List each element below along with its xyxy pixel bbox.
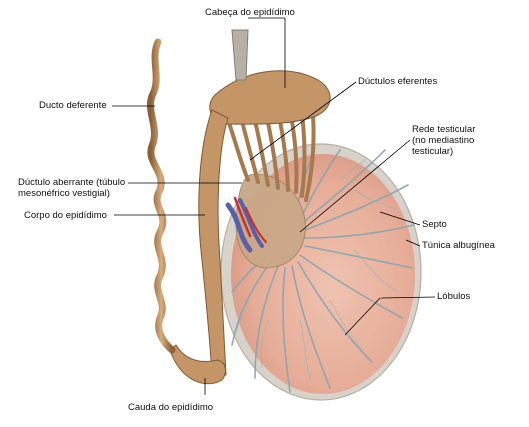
label-lobulos: Lóbulos — [437, 291, 471, 302]
label-corpo-do-epididimo: Corpo do epidídimo — [24, 210, 107, 221]
testis-septa-fine — [235, 159, 399, 381]
label-septo: Septo — [422, 219, 447, 230]
ductus-deferens — [147, 38, 176, 354]
label-aberrante-line-2: mesonéfrico vestigial) — [18, 188, 110, 199]
epididymis-head — [209, 70, 331, 125]
label-rede-testicular: Rede testicular (no mediastino testicula… — [412, 124, 475, 157]
label-rede-line-3: testicular) — [412, 146, 454, 157]
label-ducto-deferente: Ducto deferente — [39, 100, 107, 111]
label-ductulo-aberrante: Dúctulo aberrante (túbulo mesonéfrico ve… — [18, 177, 125, 199]
label-rede-line-2: (no mediastino — [412, 135, 475, 146]
testis-septa — [231, 149, 415, 393]
spermatic-cord-stub — [231, 29, 249, 81]
label-aberrante-line-1: Dúctulo aberrante (túbulo — [18, 177, 126, 188]
label-rede-line-1: Rede testicular — [412, 124, 476, 135]
label-tunica-albuginea: Túnica albugínea — [422, 240, 495, 251]
label-cauda-do-epididimo: Cauda do epidídimo — [128, 402, 214, 413]
vessels — [225, 196, 267, 253]
label-cabeca-do-epididimo: Cabeça do epidídimo — [205, 7, 295, 18]
label-ductulos-eferentes: Dúctulos eferentes — [358, 76, 438, 87]
leader-lines — [112, 17, 436, 395]
epididymis-tail — [169, 344, 226, 385]
